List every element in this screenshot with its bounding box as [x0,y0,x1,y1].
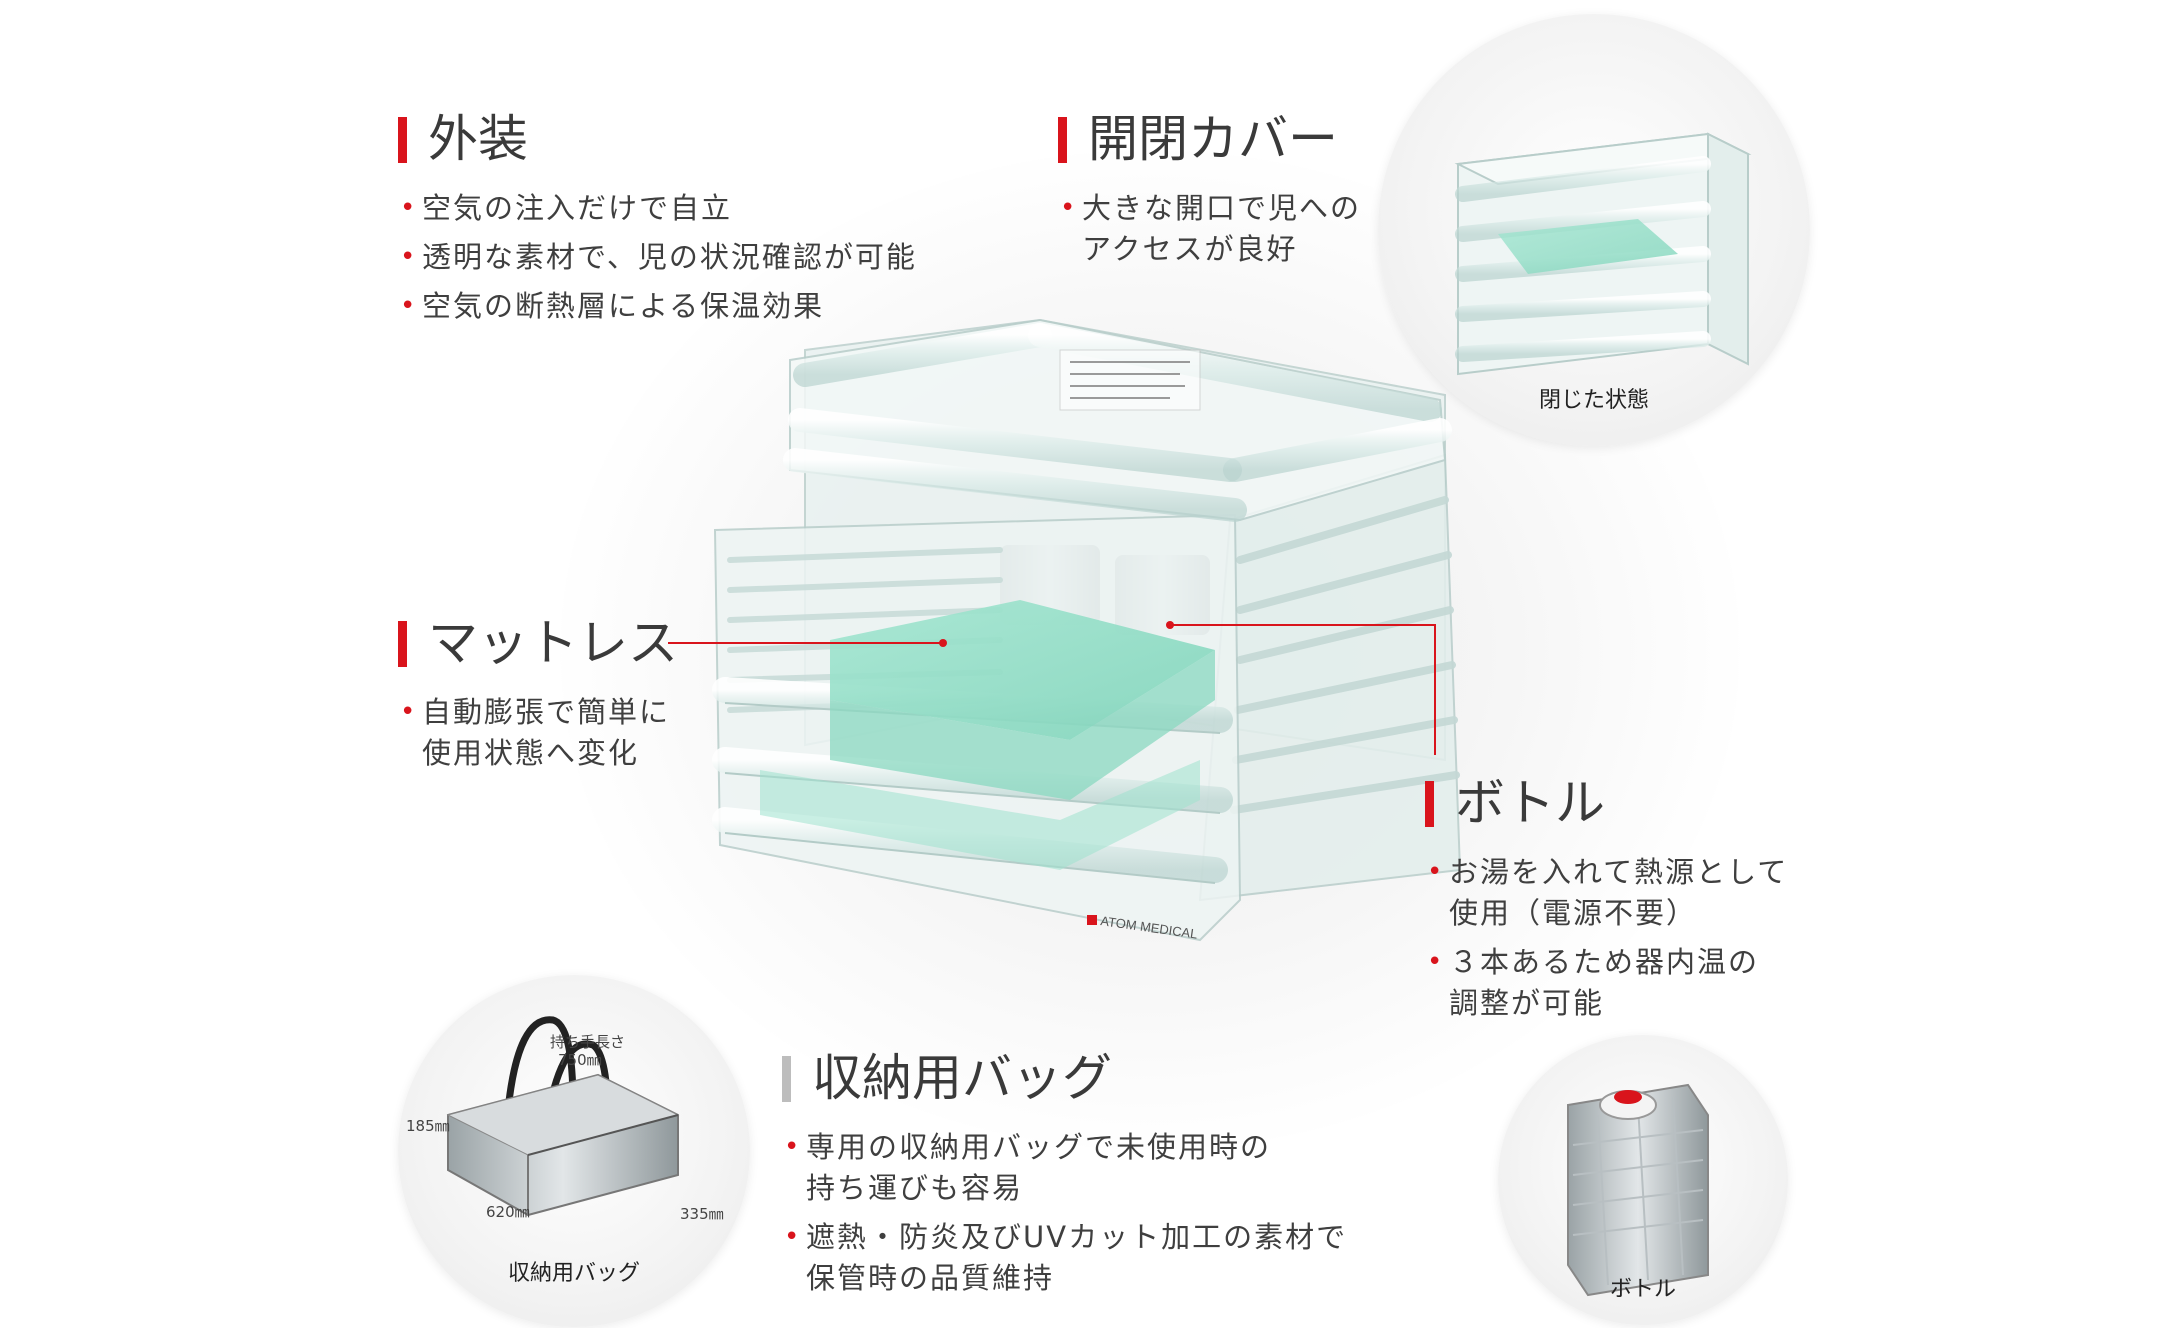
bullet-dot-icon: • [400,193,418,223]
section-bag-bullets: • 専用の収納用バッグで未使用時の 持ち運びも容易 • 遮熱・防炎及びUVカット… [782,1127,1347,1299]
bag-height-dimension: 185㎜ [406,1117,450,1135]
brand-label [1087,915,1097,925]
bullet-item: • 自動膨張で簡単に 使用状態へ変化 [398,692,678,774]
mattress-illustration [760,600,1215,870]
bullet-item: • お湯を入れて熱源として 使用（電源不要） [1425,852,1788,934]
closed-state-inset: 閉じた状態 [1378,14,1810,446]
bag-caption: 収納用バッグ [507,1261,641,1286]
section-cover-title-text: 開閉カバー [1088,110,1338,168]
bottle-caption: ボトル [1609,1277,1677,1302]
heading-marker-icon [1058,117,1067,163]
bullet-dot-icon: • [1427,947,1445,977]
section-cover-bullets: • 大きな開口で児への アクセスが良好 [1058,188,1361,270]
bullet-dot-icon: • [400,697,418,727]
bag-width-dimension: 620㎜ [486,1203,530,1221]
bullet-item: • 専用の収納用バッグで未使用時の 持ち運びも容易 [782,1127,1347,1209]
section-mattress: マットレス • 自動膨張で簡単に 使用状態へ変化 [398,612,678,782]
bullet-dot-icon: • [784,1132,802,1162]
bullet-dot-icon: • [400,291,418,321]
section-cover: 開閉カバー • 大きな開口で児への アクセスが良好 [1058,108,1361,278]
callout-lines [668,621,1436,755]
closed-state-caption: 閉じた状態 [1538,388,1650,413]
section-exterior-title-text: 外装 [428,110,528,168]
section-mattress-title-text: マットレス [428,614,678,672]
closed-incubator-illustration [1454,132,1752,376]
bag-handle-label: 持ち手長さ [550,1033,626,1051]
section-mattress-bullets: • 自動膨張で簡単に 使用状態へ変化 [398,692,678,774]
heading-marker-icon [398,117,407,163]
heading-marker-icon [782,1056,791,1102]
section-bottle-title: ボトル [1425,772,1788,834]
bullet-dot-icon: • [784,1222,802,1252]
mattress-callout-dot [939,639,947,647]
bottle-callout-dot [1166,621,1174,629]
bag-inset: 持ち手長さ 750㎜ 185㎜ 620㎜ 335㎜ 収納用バッグ [398,975,750,1327]
section-bag: 収納用バッグ • 専用の収納用バッグで未使用時の 持ち運びも容易 • 遮熱・防炎… [782,1047,1347,1307]
bottle-callout-line [1170,624,1436,755]
heading-marker-icon [398,621,407,667]
bag-depth-dimension: 335㎜ [680,1205,724,1223]
section-cover-title: 開閉カバー [1058,108,1361,170]
bullet-item: •透明な素材で、児の状況確認が可能 [398,237,917,278]
section-mattress-title: マットレス [398,612,678,674]
bullet-item: •空気の注入だけで自立 [398,188,917,229]
incubator-right-wall [1198,453,1462,902]
section-bottle-bullets: • お湯を入れて熱源として 使用（電源不要） • ３本あるため器内温の 調整が可… [1425,852,1788,1024]
bottle-illustration [1567,1083,1709,1297]
bottle-inset: ボトル [1498,1035,1788,1325]
section-bottle: ボトル • お湯を入れて熱源として 使用（電源不要） • ３本あるため器内温の … [1425,772,1788,1032]
bullet-item: •空気の断熱層による保温効果 [398,286,917,327]
bullet-dot-icon: • [1060,193,1078,223]
heading-marker-icon [1425,781,1434,827]
bullet-item: • 遮熱・防炎及びUVカット加工の素材で 保管時の品質維持 [782,1217,1347,1299]
storage-bag-illustration [446,1016,680,1217]
opening-cover-illustration [783,318,1452,522]
section-bag-title-text: 収納用バッグ [812,1049,1112,1107]
section-bag-title: 収納用バッグ [782,1047,1347,1109]
bullet-dot-icon: • [400,242,418,272]
bullet-item: • 大きな開口で児への アクセスが良好 [1058,188,1361,270]
bullet-dot-icon: • [1427,857,1445,887]
section-exterior: 外装 •空気の注入だけで自立 •透明な素材で、児の状況確認が可能 •空気の断熱層… [398,108,917,335]
bag-handle-value: 750㎜ [558,1051,602,1069]
section-exterior-bullets: •空気の注入だけで自立 •透明な素材で、児の状況確認が可能 •空気の断熱層による… [398,188,917,327]
section-exterior-title: 外装 [398,108,917,170]
section-bottle-title-text: ボトル [1455,774,1605,832]
bullet-item: • ３本あるため器内温の 調整が可能 [1425,942,1788,1024]
